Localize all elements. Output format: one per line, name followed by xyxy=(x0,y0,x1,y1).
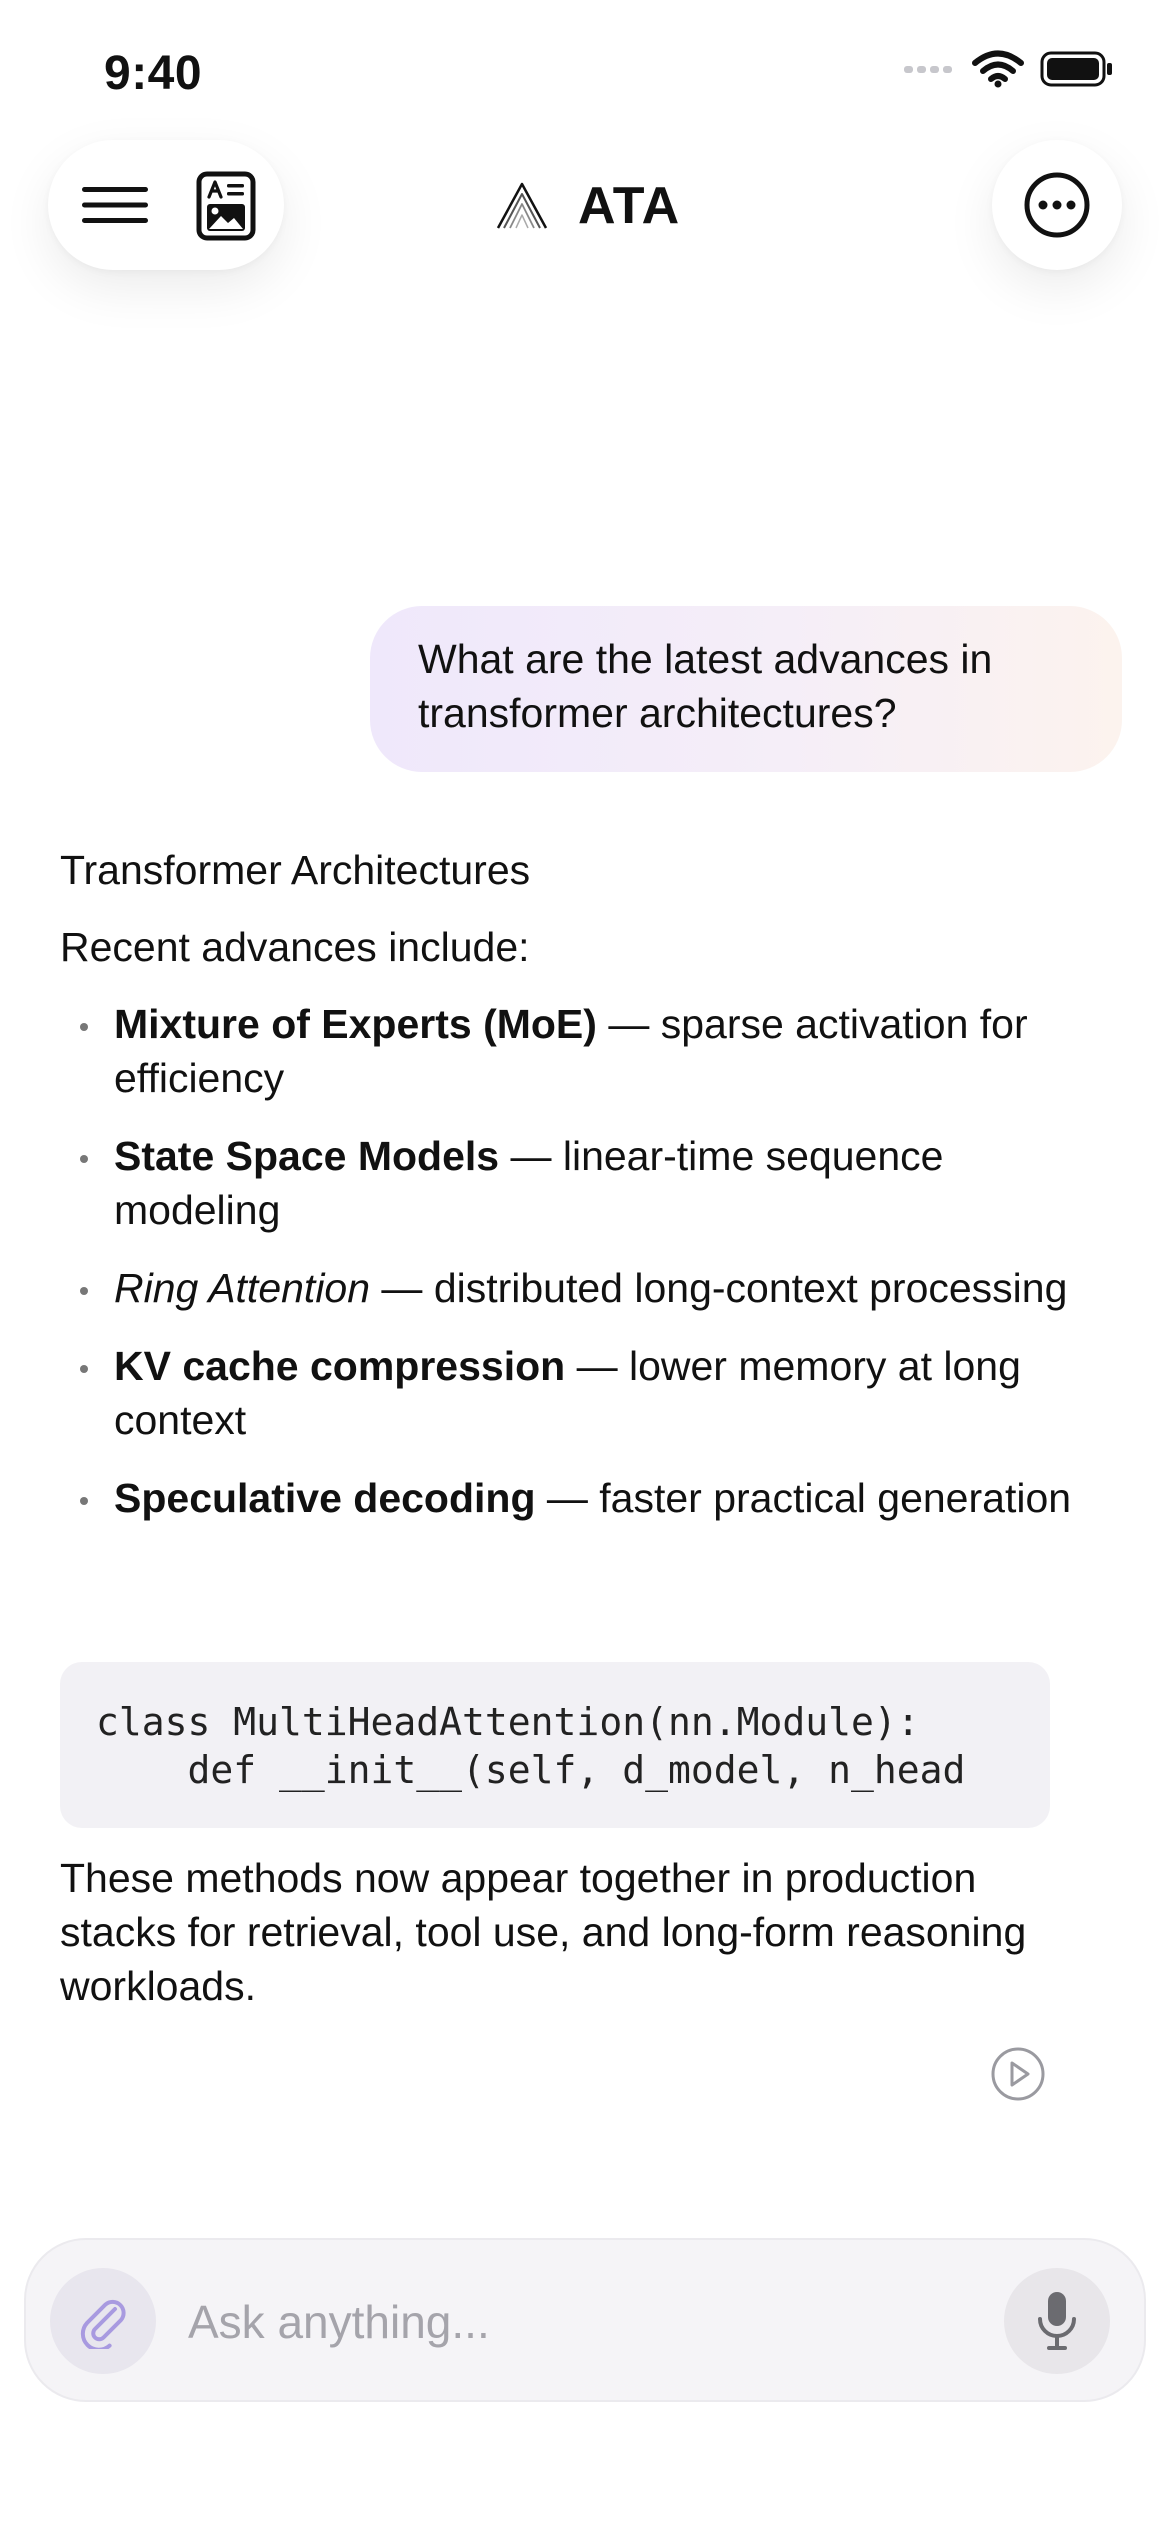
list-item-desc: — linear-time sequence modeling xyxy=(114,1133,944,1233)
list-item: KV cache compression — lower memory at l… xyxy=(60,1339,1110,1447)
more-icon xyxy=(1024,172,1090,238)
paperclip-icon xyxy=(80,2299,126,2349)
microphone-icon xyxy=(1038,2292,1076,2350)
microphone-button[interactable] xyxy=(1004,2268,1110,2374)
list-item-term: Ring Attention xyxy=(114,1265,371,1311)
response-outro: These methods now appear together in pro… xyxy=(60,1855,1027,2009)
list-item: State Space Models — linear-time sequenc… xyxy=(60,1129,1110,1237)
list-item: Mixture of Experts (MoE) — sparse activa… xyxy=(60,997,1110,1105)
code-line: class MultiHeadAttention(nn.Module): xyxy=(96,1700,920,1744)
status-time: 9:40 xyxy=(104,47,203,100)
status-bar: 9:40 xyxy=(0,0,1170,140)
list-item-desc: — sparse activation for efficiency xyxy=(114,1001,1028,1101)
wifi-icon xyxy=(972,50,1024,88)
top-app-bar: ATA xyxy=(0,140,1170,280)
list-item-term: State Space Models xyxy=(114,1133,500,1179)
user-message-text: What are the latest advances in transfor… xyxy=(418,636,993,736)
user-message-bubble: What are the latest advances in transfor… xyxy=(370,606,1122,772)
response-heading: Transformer Architectures xyxy=(60,847,531,893)
play-icon xyxy=(991,2047,1045,2101)
list-item-term: Mixture of Experts (MoE) xyxy=(114,1001,597,1047)
list-item-term: KV cache compression xyxy=(114,1343,566,1389)
document-image-icon xyxy=(196,171,256,241)
message-input[interactable] xyxy=(186,2276,990,2368)
list-item: Speculative decoding — faster practical … xyxy=(60,1471,1110,1525)
left-toolbar-pill xyxy=(48,140,284,270)
menu-button[interactable] xyxy=(74,174,156,236)
list-item-term: Speculative decoding xyxy=(114,1475,536,1521)
ata-logo xyxy=(496,182,548,229)
code-block[interactable]: class MultiHeadAttention(nn.Module): def… xyxy=(60,1662,1050,1828)
menu-icon xyxy=(82,187,148,223)
list-item-desc: — distributed long-context processing xyxy=(370,1265,1068,1311)
more-options-button[interactable] xyxy=(992,140,1122,270)
list-item-desc: — lower memory at long context xyxy=(114,1343,1021,1443)
status-icons xyxy=(904,50,1114,88)
play-audio-button[interactable] xyxy=(988,2044,1048,2104)
response-intro: Recent advances include: xyxy=(60,924,530,970)
message-composer xyxy=(24,2238,1146,2402)
advances-list: Mixture of Experts (MoE) — sparse activa… xyxy=(60,997,1110,1525)
signal-icon xyxy=(904,66,952,73)
attach-button[interactable] xyxy=(50,2268,156,2374)
code-line: def __init__(self, d_model, n_head xyxy=(96,1748,966,1792)
list-item-desc: — faster practical generation xyxy=(535,1475,1072,1521)
assistant-message: Transformer Architectures Recent advance… xyxy=(60,843,1110,1549)
battery-icon xyxy=(1040,51,1112,87)
list-item: Ring Attention — distributed long-contex… xyxy=(60,1261,1110,1315)
brand-title: ATA xyxy=(578,177,681,235)
brand: ATA xyxy=(496,170,680,242)
document-image-button[interactable] xyxy=(190,168,262,244)
